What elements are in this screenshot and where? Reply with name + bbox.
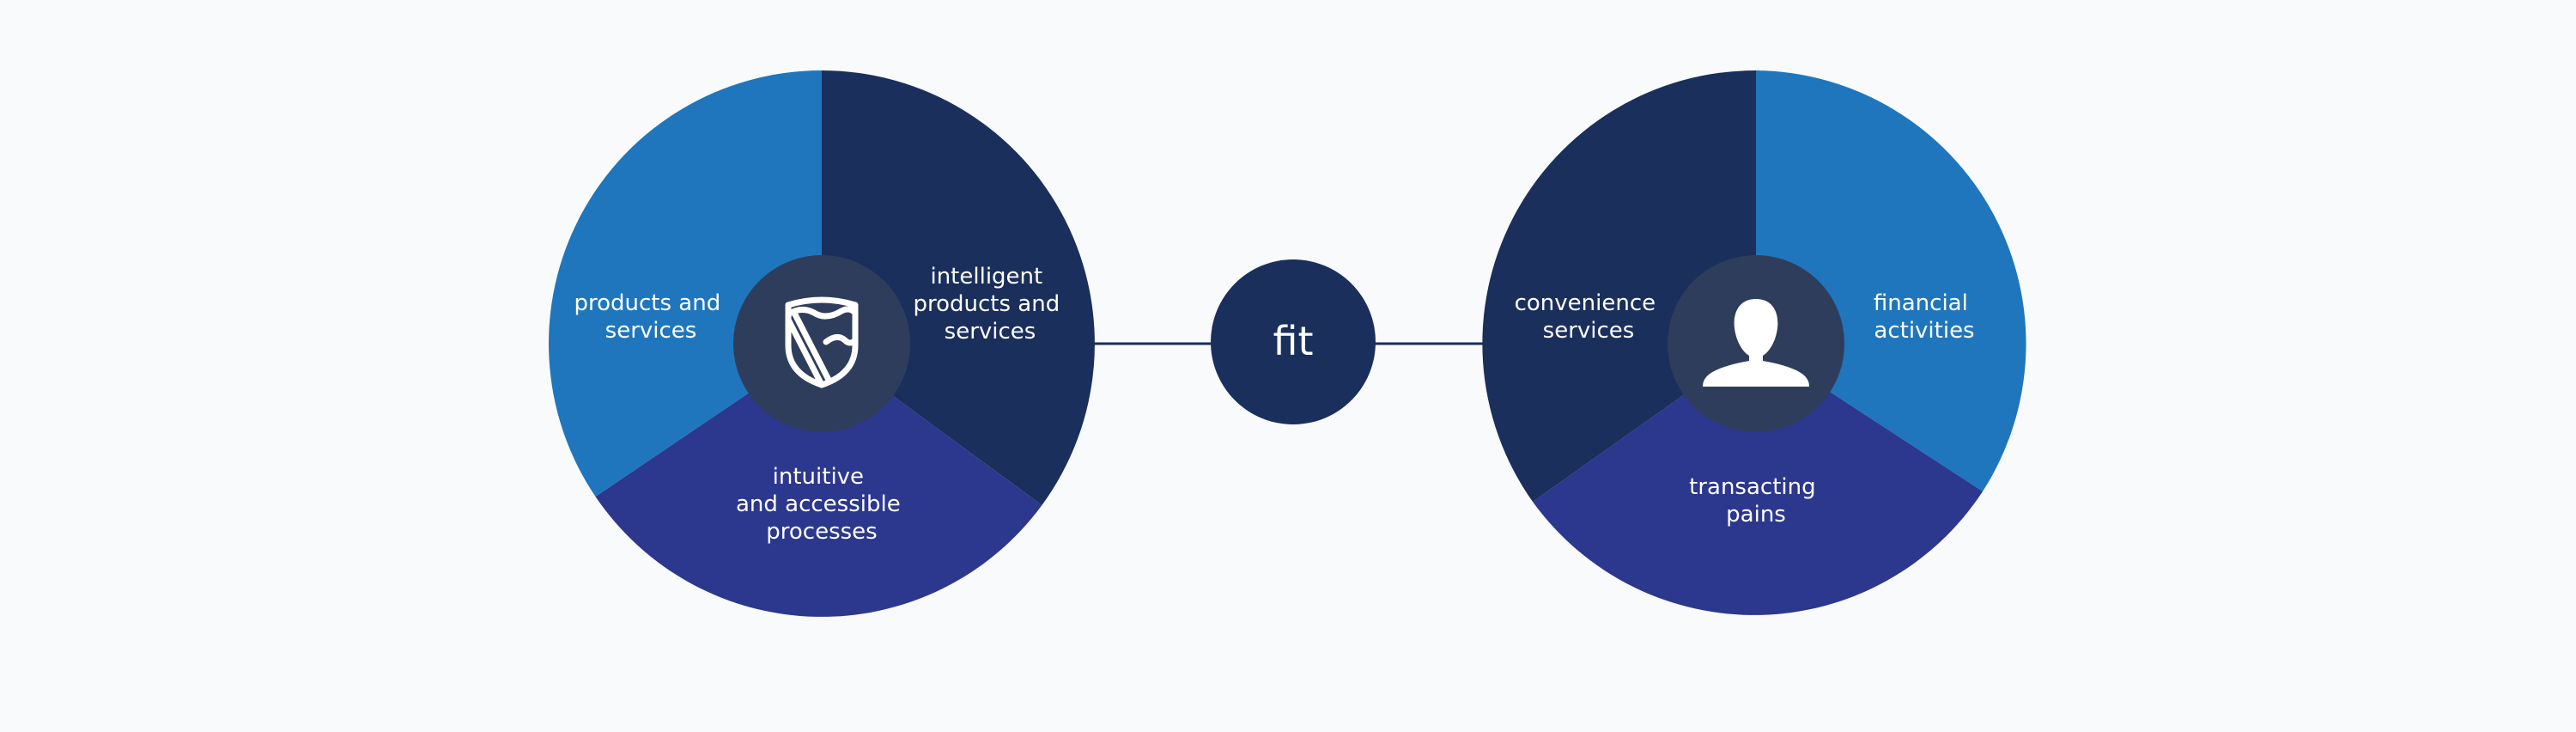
fit-circle bbox=[1211, 259, 1376, 424]
right-segment-convenience-services bbox=[1482, 70, 1756, 502]
left-segment-intuitive-processes bbox=[595, 344, 1042, 617]
fit-node: fit bbox=[1211, 259, 1376, 424]
right-segment-financial-label: financial activities bbox=[1874, 290, 1975, 344]
right-segment-transacting-label: transacting pains bbox=[1689, 474, 1823, 528]
bank-shield-icon bbox=[785, 296, 859, 388]
right-segment-transacting-pains bbox=[1533, 344, 1983, 615]
right-segment-convenience-label: convenience services bbox=[1515, 290, 1663, 344]
left-segment-intelligent-label: intelligent products and services bbox=[914, 264, 1067, 345]
left-hub bbox=[733, 255, 910, 432]
left-wheel: intelligent products and services intuit… bbox=[549, 70, 1095, 617]
left-segment-intelligent-products bbox=[822, 70, 1095, 505]
right-wheel: financial activities transacting pains c… bbox=[1482, 70, 2026, 615]
left-segment-products-label: products and services bbox=[574, 290, 728, 344]
fit-label: fit bbox=[1273, 318, 1313, 364]
left-segment-intuitive-label: intuitive and accessible processes bbox=[736, 464, 908, 545]
left-segment-products-services bbox=[549, 70, 822, 497]
person-icon bbox=[1703, 299, 1809, 387]
